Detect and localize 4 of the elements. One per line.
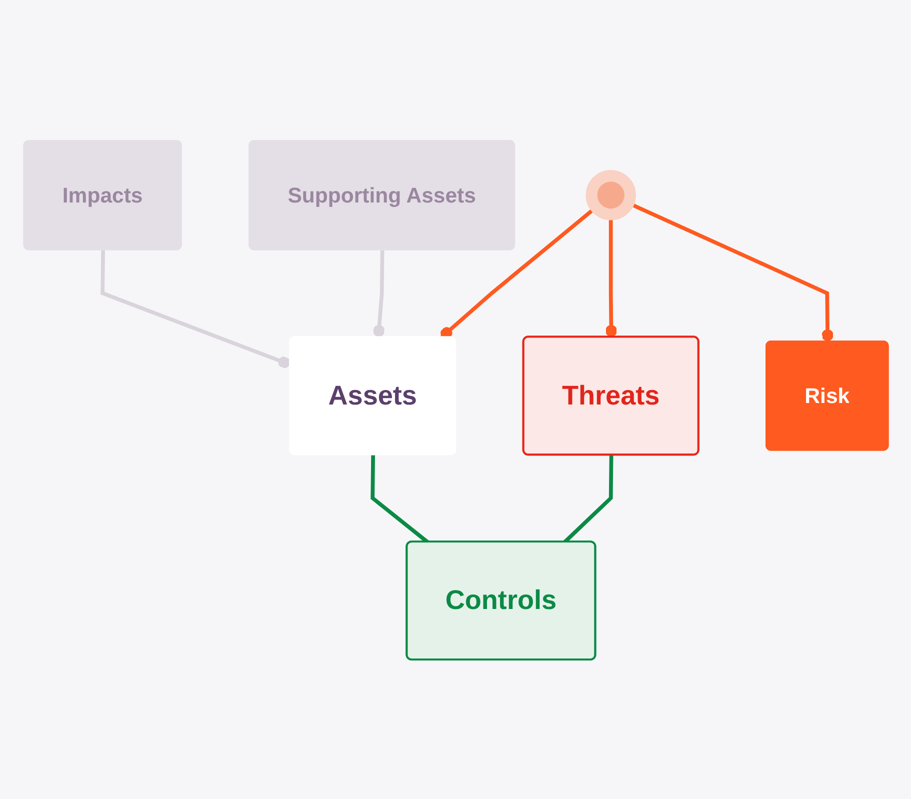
node-circle <box>585 169 636 220</box>
connector <box>100 250 290 368</box>
connector <box>372 250 384 337</box>
connector <box>562 454 613 543</box>
